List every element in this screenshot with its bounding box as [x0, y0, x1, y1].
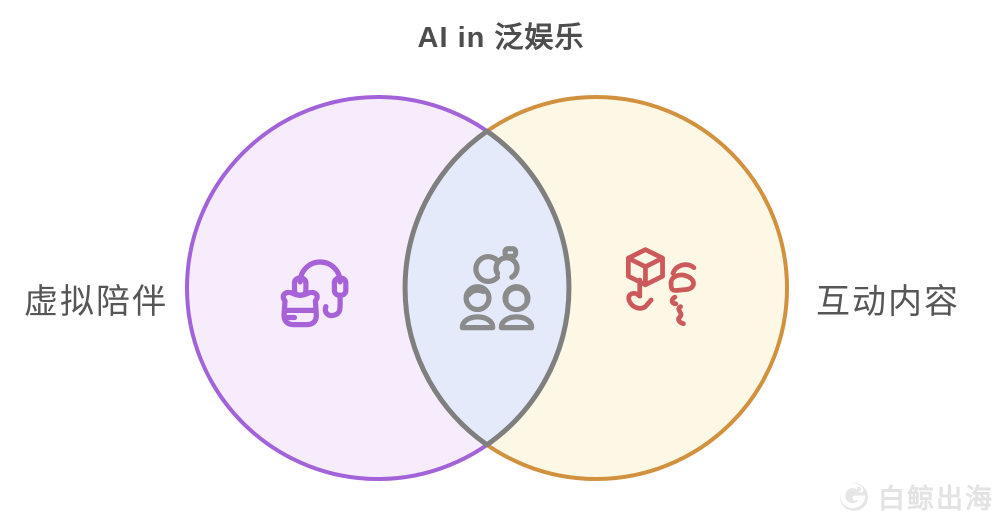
head-chin [669, 294, 679, 307]
page-title: AI in 泛娱乐 [417, 22, 585, 54]
motion-squiggle [676, 304, 686, 327]
vr-headset-headphones-icon [280, 259, 349, 328]
cube-left-face [625, 255, 648, 288]
person-right-shoulders [498, 314, 535, 331]
watermark: 白鲸出海 [838, 477, 994, 516]
people-connection-icon [459, 246, 535, 331]
person-left-head [463, 284, 492, 313]
hand-palm [626, 291, 654, 311]
left-ring [473, 254, 502, 284]
overlap-lens-border [402, 128, 572, 448]
headphone-right-cup [331, 275, 349, 298]
head-cap [670, 262, 697, 276]
cube-top-face [625, 247, 665, 270]
3d-cube-interaction-icon [625, 247, 697, 327]
head-face [668, 272, 696, 293]
person-left-shoulders [459, 314, 496, 331]
vr-goggles-body [280, 289, 320, 328]
headphone-band [297, 259, 343, 285]
person-left-hair [465, 287, 486, 298]
headphone-cable [322, 294, 343, 319]
right-ring [493, 255, 520, 280]
watermark-text: 白鲸出海 [878, 484, 994, 514]
right-circle-label: 互动内容 [816, 283, 960, 321]
whale-logo-icon [840, 482, 868, 511]
left-circle-label: 虚拟陪伴 [24, 283, 168, 321]
person-right-hair [503, 285, 530, 304]
cube-right-face [643, 255, 665, 288]
ring-crown [502, 246, 519, 259]
